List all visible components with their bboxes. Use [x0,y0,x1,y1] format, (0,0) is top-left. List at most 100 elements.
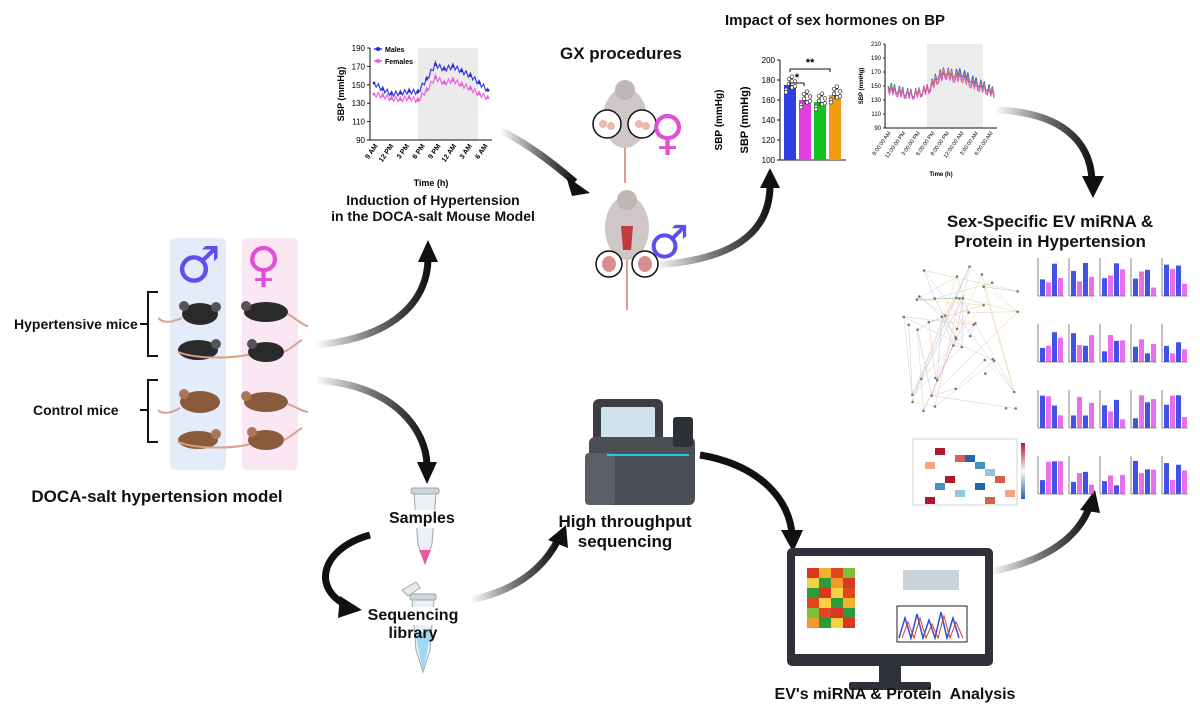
mini-bar [1176,342,1181,362]
network-edge [962,298,1018,312]
network-node [911,393,914,397]
bar-2 [814,102,826,160]
induction-title: Induction of Hypertension in the DOCA-sa… [318,192,548,224]
bar-ytick-label: 180 [762,76,776,85]
bar-datapoint [822,96,828,101]
model-title: DOCA-salt hypertension model [31,487,283,506]
network-edge [944,297,957,316]
induction-xtick-label: 12 PM [378,143,395,164]
network-edge [968,311,1018,313]
induction-series-line-1 [373,72,489,104]
network-node [934,376,937,380]
network-node [1016,310,1019,314]
induction-ytick-label: 90 [356,136,365,145]
bar-ytick-label: 100 [762,156,776,165]
arrow-gx-to-impact [654,184,774,269]
mini-bar [1102,481,1107,494]
hormone-ytick-label: 130 [871,98,882,104]
heatmap-cell [965,455,975,462]
sequencing-label-line1: High throughput [558,512,692,531]
network-node [992,359,996,363]
induction-xlabel: Time (h) [414,178,449,188]
mini-bar [1083,345,1088,362]
legend-females: Females [385,59,413,66]
induction-point [469,87,472,90]
mini-bar [1182,416,1187,428]
hormone-series-group [887,67,995,100]
mini-bar [1120,419,1125,428]
arrow-to-samples [314,376,431,466]
sequencing-label: High throughput sequencing [550,512,700,551]
arrowhead-samples-to-library [338,596,362,618]
mini-bar [1052,332,1057,362]
hormone-ytick-label: 150 [871,84,882,90]
mini-bar [1145,402,1150,428]
network-edge [917,329,924,411]
network-node [918,295,921,298]
network-edge [912,315,946,395]
network-node [1014,407,1017,410]
network-edge [935,274,983,379]
network-edge [917,329,932,396]
heatmap-cell [985,469,995,476]
mini-bar [1182,470,1187,494]
bar-ytick-label: 200 [762,56,776,65]
bar-datapoint [831,91,837,96]
arrow-impact-to-sexspecific [994,106,1096,181]
arrow-library-to-sequencing [469,538,562,604]
mini-bar [1170,268,1175,296]
arrow-induction-to-gx [498,126,578,185]
mini-bar [1120,269,1125,296]
mini-bar [1046,282,1051,296]
induction-series-group [372,60,490,104]
induction-title-line1: Induction of Hypertension [346,192,520,208]
bar-datapoint [807,94,813,99]
network-node [916,328,919,331]
network-node [980,273,984,276]
mini-bar [1102,351,1107,362]
network-node [990,281,994,285]
induction-point [442,81,446,85]
induction-point [425,77,429,81]
gx-mouse-illustrations [592,80,659,310]
heatmap-cell [945,476,955,483]
network-node [991,357,994,361]
mini-bar [1077,397,1082,428]
mouse-black-male-1 [158,301,221,325]
network-edge [931,388,956,396]
arrowhead-gx-to-impact [760,168,780,188]
mini-bar [1108,411,1113,428]
heatmap-cells [925,448,1015,504]
network-node [920,377,923,381]
mini-bar-charts [1037,258,1188,495]
mini-bar [1114,485,1119,494]
network-edge [912,346,963,396]
bar-datapoint [798,105,804,110]
induction-xtick-label: 6 AM [474,143,489,161]
mouse-black-female-1 [241,301,308,327]
mini-bar [1077,281,1082,296]
network-node [968,334,972,338]
male-gx-mouse [595,190,659,310]
induction-ytick-label: 110 [352,118,365,127]
network-edge [912,378,922,403]
bar-grid-panel [1037,258,1188,495]
mini-bar [1089,335,1094,362]
arrow-monitor-to-panels [989,503,1094,576]
mini-bar [1145,353,1150,362]
induction-point [390,97,393,100]
bar-datapoint [783,90,789,95]
network-edge [923,270,1015,393]
network-node [960,345,964,349]
induction-point [381,88,385,91]
library-label-line2: library [388,625,438,643]
network-edge [921,266,970,380]
network-edge [919,296,943,317]
legend-males: Males [385,47,405,54]
arrow-samples-to-library [322,531,371,610]
mouse-brown-male-2 [177,429,251,449]
induction-xtick-label: 3 AM [459,143,474,161]
